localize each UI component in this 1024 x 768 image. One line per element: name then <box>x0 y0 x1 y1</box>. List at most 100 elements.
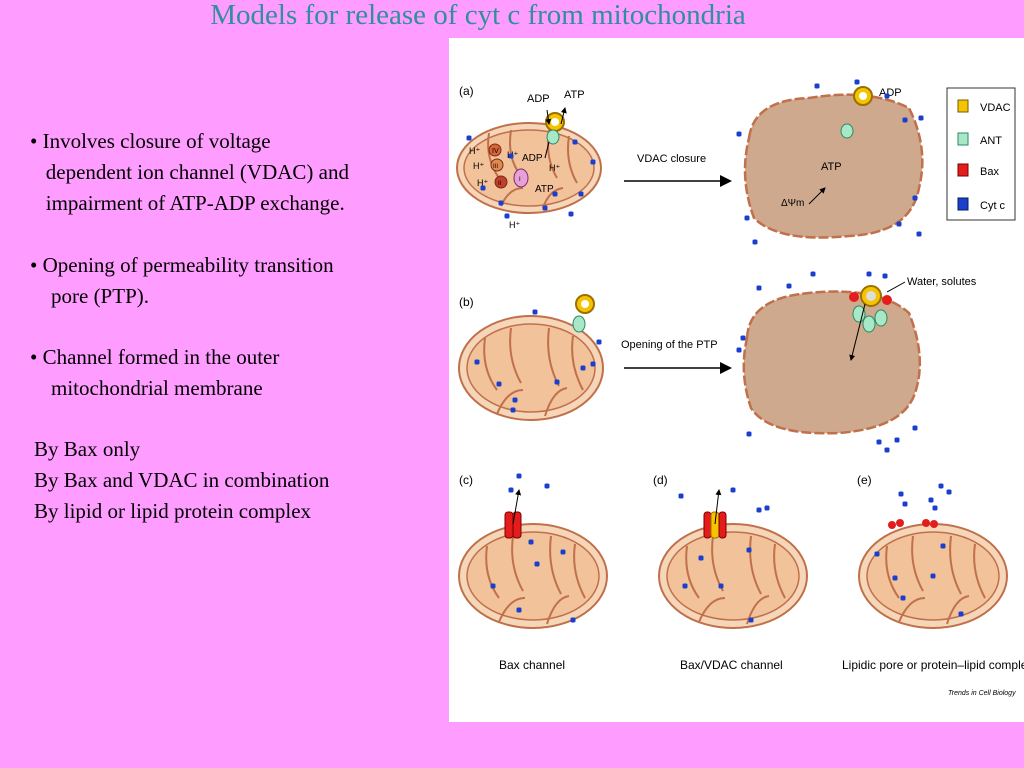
cytc-dot <box>570 617 576 623</box>
figure-panel: (a) IV III II I H⁺ H⁺ H⁺ H⁺ H⁺ H⁺ ADP AT… <box>449 38 1024 722</box>
cytc-dot <box>730 487 736 493</box>
ant-a-right <box>840 123 854 139</box>
cytc-dot <box>496 381 502 387</box>
label-hplus-2: H⁺ <box>473 161 484 171</box>
cytc-dot <box>918 115 924 121</box>
cytc-dot <box>900 595 906 601</box>
legend-swatch-cytc <box>957 197 969 211</box>
ptp-complex <box>849 281 906 361</box>
cytc-dot <box>596 339 602 345</box>
cytc-dot <box>554 379 560 385</box>
cytc-dot <box>752 239 758 245</box>
bullet-vdac-line1: • Involves closure of voltage <box>30 129 271 153</box>
bullet-channel-line2: mitochondrial membrane <box>30 376 263 400</box>
label-atp-inner: ATP <box>535 184 554 195</box>
cytc-dot <box>884 93 890 99</box>
bax-vdac-channel-d <box>703 489 727 539</box>
label-panel-e: (e) <box>857 473 872 487</box>
cytochrome-c-dots <box>466 79 964 623</box>
cytc-dot <box>544 483 550 489</box>
label-atp-a: ATP <box>564 89 585 101</box>
label-water-solutes: Water, solutes <box>907 276 977 288</box>
cytc-dot <box>932 505 938 511</box>
cytc-dot <box>854 79 860 85</box>
mitochondrion-b-left <box>458 315 604 421</box>
cytc-dot <box>682 583 688 589</box>
cytc-dot <box>786 283 792 289</box>
cytc-dot <box>902 501 908 507</box>
cytc-dot <box>892 575 898 581</box>
cytc-dot <box>884 447 890 453</box>
ant-b-left <box>572 315 586 333</box>
cytc-dot <box>912 195 918 201</box>
cytc-dot <box>718 583 724 589</box>
cytc-dot <box>940 543 946 549</box>
cytc-dot <box>748 617 754 623</box>
cytc-dot <box>578 191 584 197</box>
cytc-dot <box>876 439 882 445</box>
cytc-dot <box>498 200 504 206</box>
cytc-dot <box>590 361 596 367</box>
cytc-dot <box>534 561 540 567</box>
cytc-dot <box>744 215 750 221</box>
bullet-channel-line1: • Channel formed in the outer <box>30 345 280 369</box>
legend-swatch-vdac <box>957 99 969 113</box>
cytc-dot <box>542 205 548 211</box>
cytc-dot <box>958 611 964 617</box>
cytc-dot <box>912 425 918 431</box>
label-complex-ii: II <box>498 181 502 187</box>
subitem-bax-vdac: By Bax and VDAC in combination <box>34 468 330 492</box>
label-adp-inner: ADP <box>522 153 543 164</box>
label-bax-channel: Bax channel <box>499 658 565 672</box>
legend-label-cytc: Cyt c <box>980 200 1006 212</box>
label-delta-psi: ΔΨm <box>781 198 804 209</box>
cytc-dot <box>678 493 684 499</box>
label-panel-d: (d) <box>653 473 668 487</box>
subitem-lipid: By lipid or lipid protein complex <box>34 499 312 523</box>
legend-label-bax: Bax <box>980 166 999 178</box>
mitochondrion-d <box>658 523 808 629</box>
cytc-dot <box>928 497 934 503</box>
cytc-dot <box>916 231 922 237</box>
label-complex-i: I <box>519 177 521 183</box>
cytc-dot <box>510 407 516 413</box>
cytc-dot <box>896 221 902 227</box>
cytc-dot <box>512 397 518 403</box>
cytc-dot <box>504 213 510 219</box>
cytc-dot <box>756 285 762 291</box>
mitochondrion-c <box>458 523 608 629</box>
cytc-dot <box>866 271 872 277</box>
cytc-dot <box>874 551 880 557</box>
label-complex-iv: IV <box>492 148 499 155</box>
bullet-ptp-line2: pore (PTP). <box>30 284 149 308</box>
cytc-dot <box>746 431 752 437</box>
cytc-dot <box>560 549 566 555</box>
cytc-dot <box>528 539 534 545</box>
cytc-dot <box>508 487 514 493</box>
cytc-dot <box>736 347 742 353</box>
label-panel-a: (a) <box>459 84 474 98</box>
label-hplus-3: H⁺ <box>477 178 488 188</box>
label-opening-ptp: Opening of the PTP <box>621 339 718 351</box>
cytc-dot <box>946 489 952 495</box>
slide-title: Models for release of cyt c from mitocho… <box>210 0 746 31</box>
legend-swatch-bax <box>957 163 969 177</box>
cytc-dot <box>898 491 904 497</box>
respiratory-complexes: IV III II I H⁺ H⁺ H⁺ H⁺ H⁺ H⁺ ADP ATP <box>469 143 560 230</box>
cytc-dot <box>552 191 558 197</box>
cytc-dot <box>580 365 586 371</box>
bullet-vdac-line3: impairment of ATP-ADP exchange. <box>30 191 345 215</box>
cytc-dot <box>882 273 888 279</box>
cytc-dot <box>756 507 762 513</box>
cytc-dot <box>938 483 944 489</box>
vdac-ant-pair-a <box>544 107 567 159</box>
label-adp-a-right: ADP <box>879 87 902 99</box>
label-hplus-1: H⁺ <box>469 146 480 156</box>
cytc-dot <box>532 309 538 315</box>
legend: VDAC ANT Bax Cyt c <box>946 87 1016 221</box>
bax-channel-c <box>504 489 522 539</box>
bullet-ptp-line1: • Opening of permeability transition <box>30 253 334 277</box>
cytc-dot <box>894 437 900 443</box>
cytc-dot <box>740 335 746 341</box>
label-hplus-6: H⁺ <box>549 163 560 173</box>
